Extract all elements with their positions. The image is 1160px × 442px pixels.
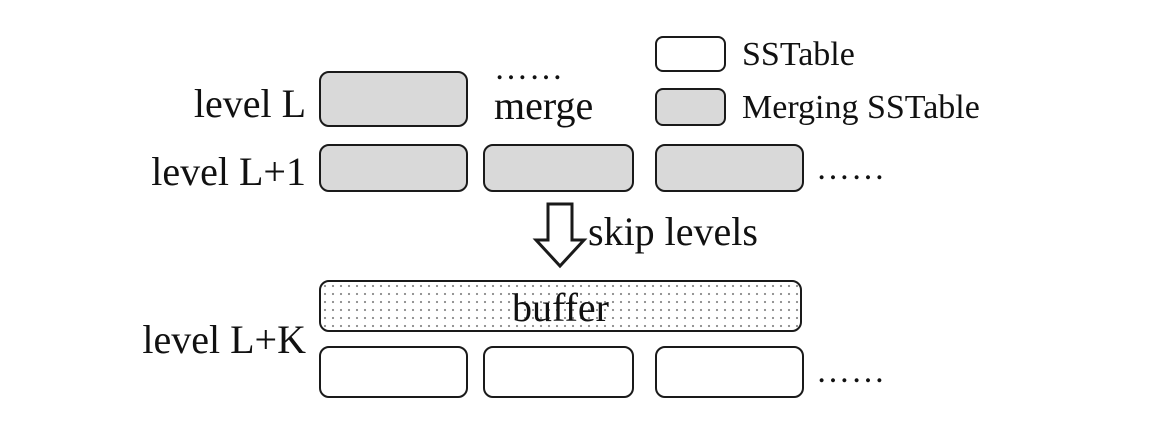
skip-levels-label: skip levels	[588, 209, 758, 254]
legend-merging-sstable-swatch	[655, 88, 726, 126]
buffer-box	[319, 280, 802, 332]
merge-label: merge	[494, 83, 594, 128]
level-l-label: level L	[193, 81, 306, 126]
level-l1-ellipsis: ……	[816, 150, 886, 187]
level-l1-label: level L+1	[151, 149, 306, 194]
level-l-merging-sstable	[319, 71, 468, 127]
level-lk-sstable-1	[319, 346, 468, 398]
down-arrow-icon	[532, 202, 588, 269]
buffer-label: buffer	[512, 285, 609, 330]
level-lk-label: level L+K	[142, 317, 306, 362]
level-lk-ellipsis: ……	[816, 353, 886, 390]
level-l1-merging-sstable-1	[319, 144, 468, 192]
legend-sstable-label: SSTable	[742, 36, 855, 73]
legend-merging-sstable-label: Merging SSTable	[742, 89, 980, 126]
level-l1-merging-sstable-3	[655, 144, 804, 192]
merge-ellipsis: ……	[494, 50, 564, 87]
level-lk-sstable-3	[655, 346, 804, 398]
level-lk-sstable-2	[483, 346, 634, 398]
level-l1-merging-sstable-2	[483, 144, 634, 192]
legend-sstable-swatch	[655, 36, 726, 72]
